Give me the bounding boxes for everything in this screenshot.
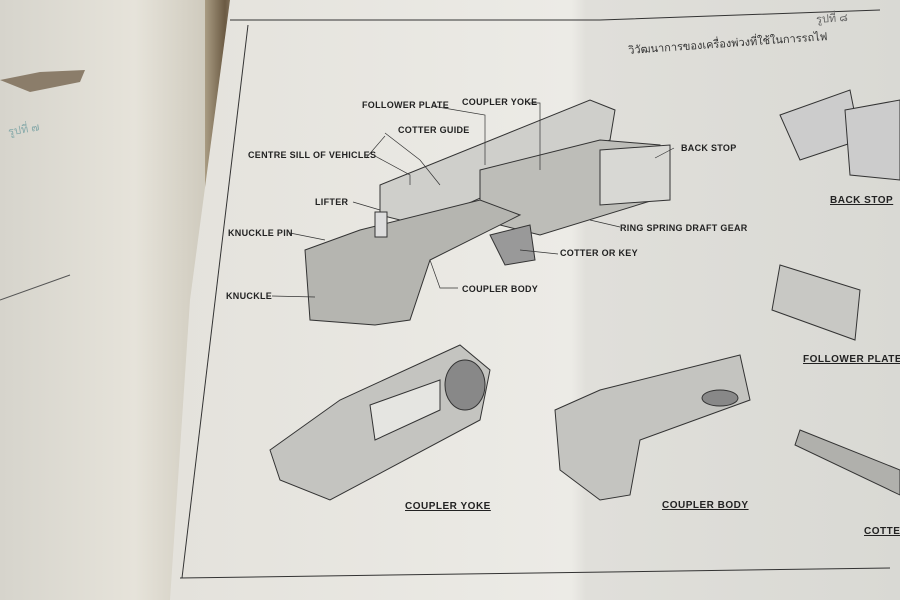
page-border-top — [230, 9, 881, 21]
caption-coupler-yoke: COUPLER YOKE — [405, 501, 491, 512]
caption-follower-plate: FOLLOWER PLATE — [803, 354, 900, 365]
label-back-stop: BACK STOP — [681, 143, 737, 153]
caption-coupler-body: COUPLER BODY — [662, 500, 749, 511]
page-border-bottom — [179, 567, 891, 579]
label-knuckle: KNUCKLE — [226, 291, 273, 301]
leader-lines — [271, 102, 675, 298]
label-centre-sill: CENTRE SILL OF VEHICLES — [248, 150, 377, 160]
page-border-left — [181, 24, 249, 579]
right-figure-label: รูปที่ ๘ — [815, 11, 849, 27]
coupler-body-drawing — [554, 354, 751, 501]
label-ring-spring: RING SPRING DRAFT GEAR — [620, 223, 748, 233]
label-follower-plate: FOLLOWER PLATE — [362, 100, 450, 110]
back-stop-drawing — [779, 89, 900, 181]
left-page-drawing — [0, 70, 85, 92]
label-cotter-guide: COTTER GUIDE — [398, 125, 470, 135]
label-coupler-yoke: COUPLER YOKE — [462, 97, 538, 107]
coupler-yoke-drawing — [269, 344, 491, 501]
caption-back-stop: BACK STOP — [830, 195, 894, 206]
left-page-line — [0, 274, 71, 301]
follower-plate-drawing — [771, 264, 861, 341]
label-coupler-body: COUPLER BODY — [462, 284, 539, 294]
cotter-drawing — [794, 429, 900, 496]
label-cotter-or-key: COTTER OR KEY — [560, 248, 638, 258]
label-knuckle-pin: KNUCKLE PIN — [228, 228, 293, 238]
label-lifter: LIFTER — [315, 197, 349, 207]
caption-cotter: COTTE — [864, 526, 900, 537]
